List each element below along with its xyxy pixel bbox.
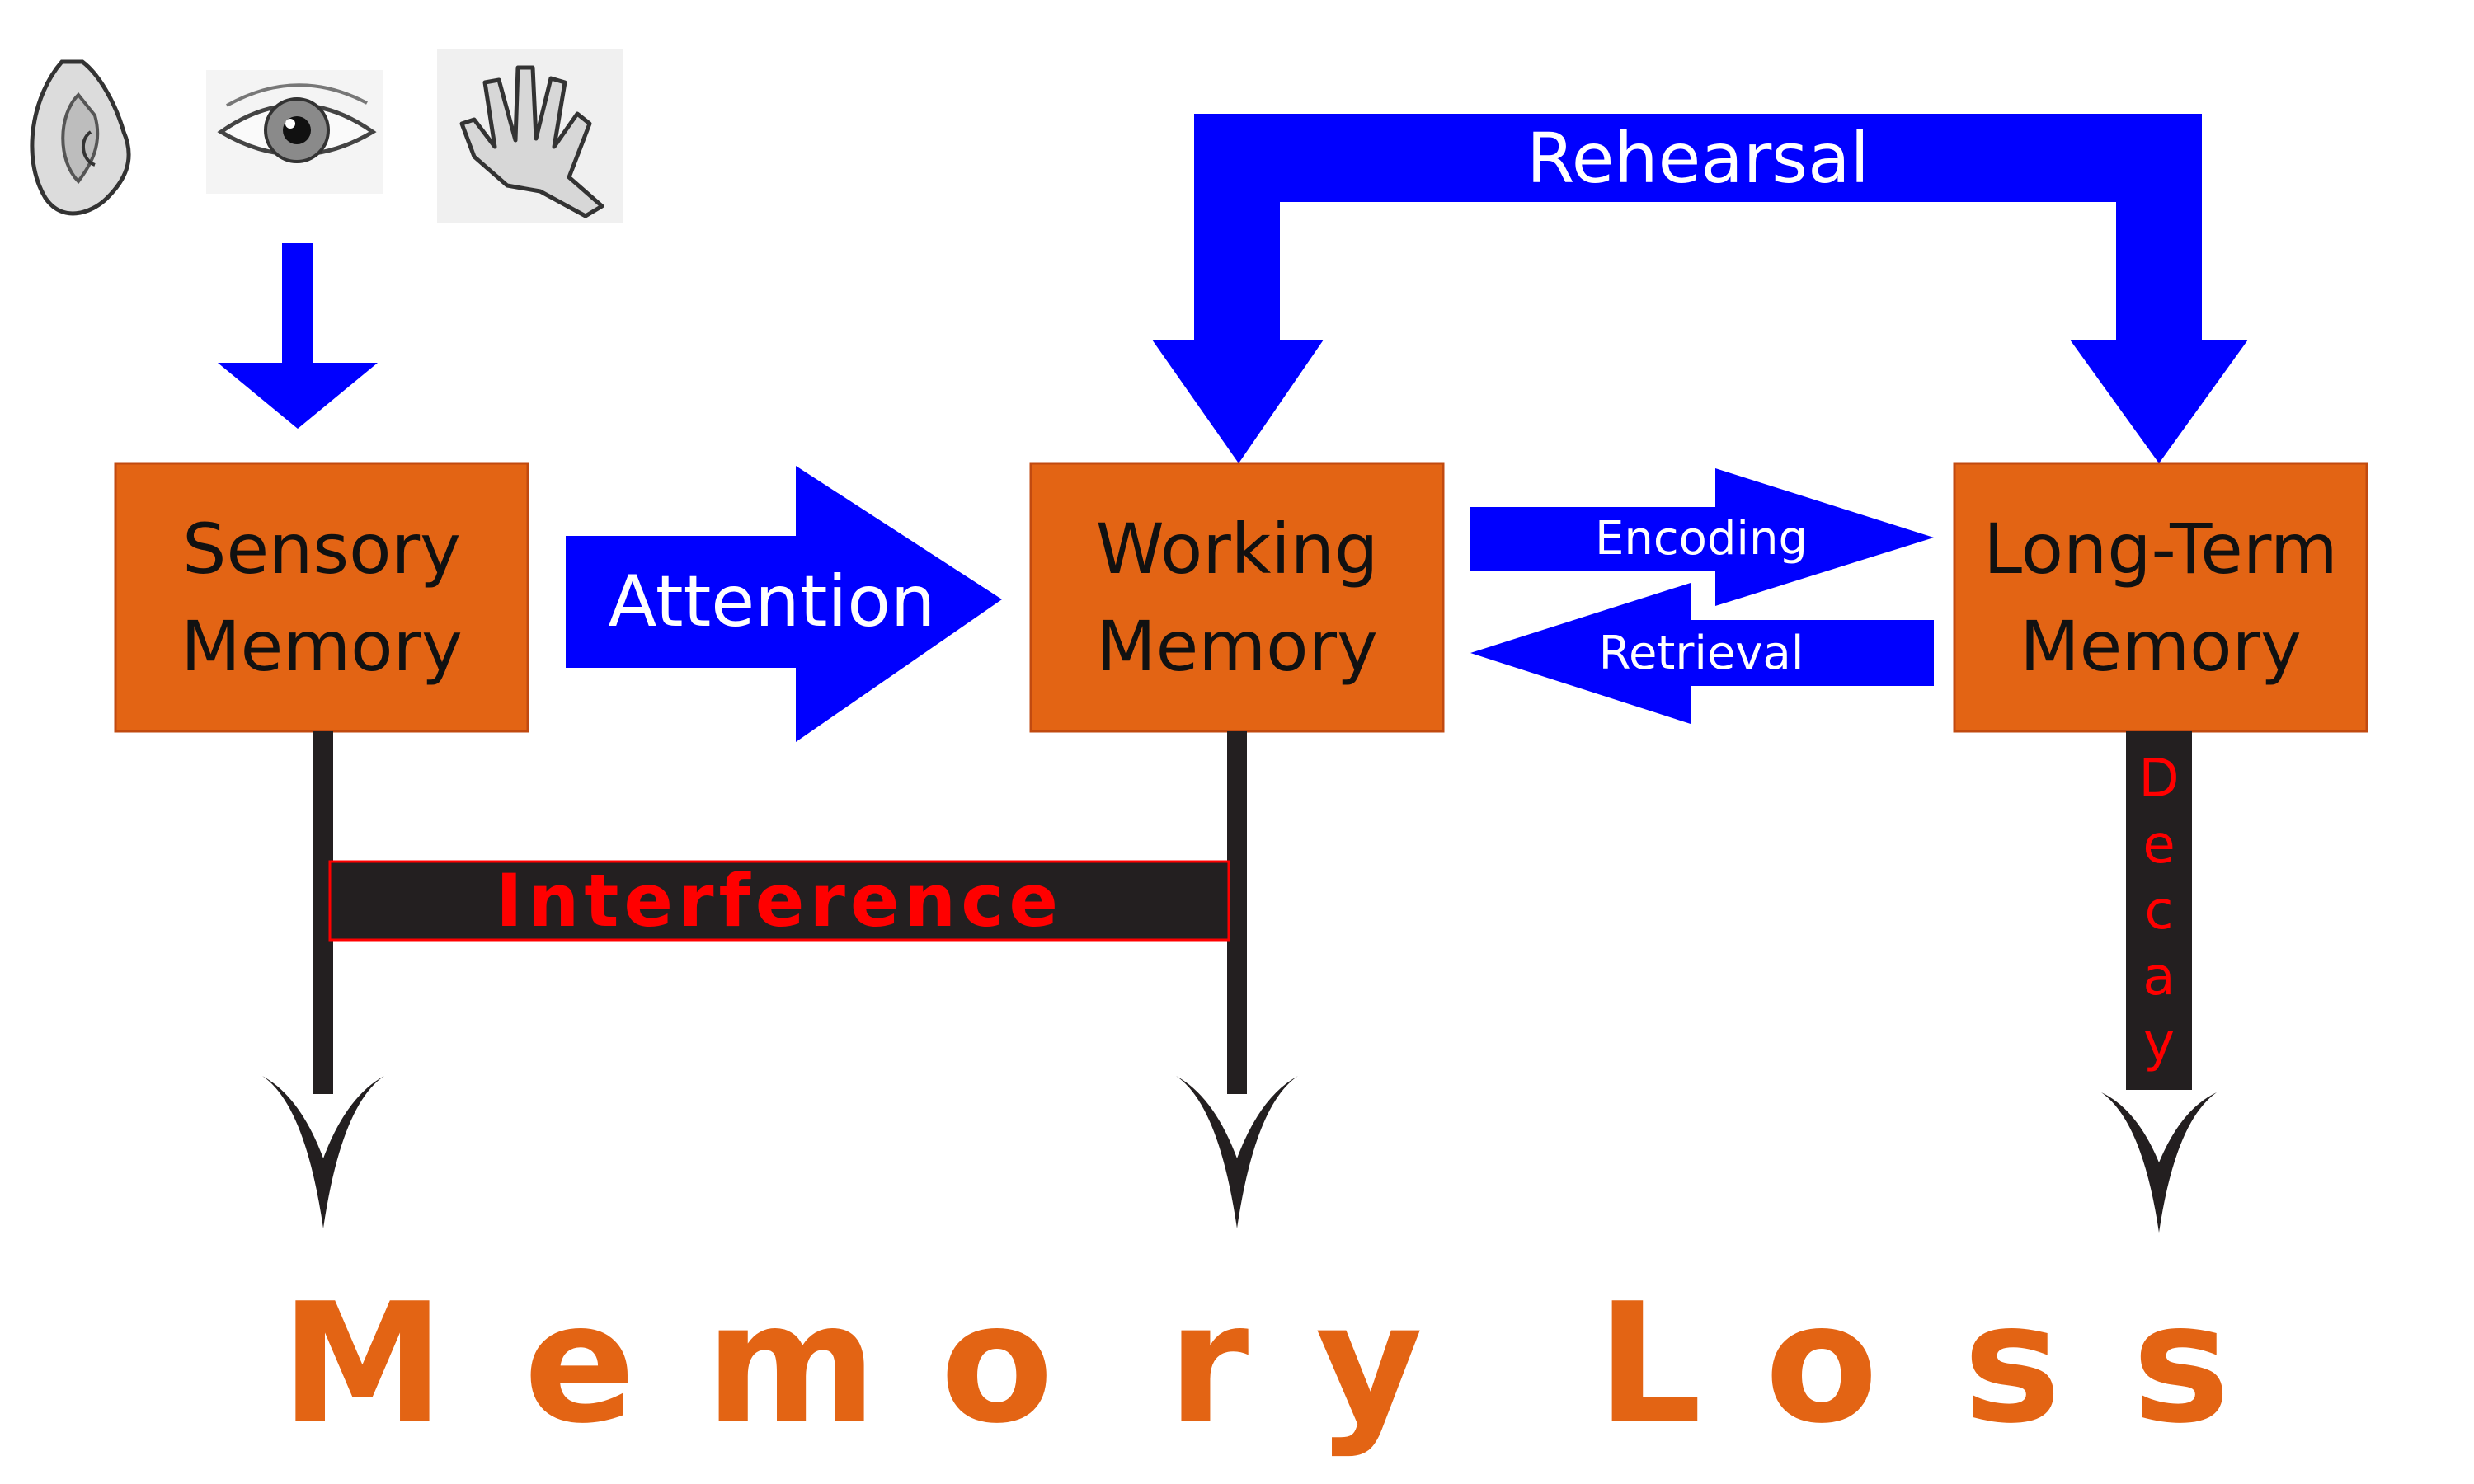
decay-arrowhead (2101, 1092, 2217, 1233)
memory-loss-letter-m: M (280, 1268, 445, 1460)
rehearsal-arrow (1152, 114, 2248, 463)
memory-loss-letter-e: e (524, 1268, 636, 1460)
working-memory-label: Working Memory (1031, 463, 1443, 731)
decay-letter-a: a (2142, 946, 2175, 1007)
decay-letter-c: c (2144, 881, 2174, 942)
eye-icon (206, 70, 383, 194)
sensory-memory-line2: Memory (181, 605, 463, 687)
interference-label: Interference (495, 858, 1064, 943)
working-loss-arrowhead (1176, 1076, 1298, 1228)
sensory-memory-box (114, 462, 529, 733)
working-loss-line (1227, 731, 1247, 1094)
memory-loss-letter-s: s (1963, 1268, 2062, 1460)
long-term-memory-line2: Memory (2020, 605, 2302, 687)
memory-loss-letter-r: r (1167, 1268, 1249, 1460)
attention-arrow (566, 466, 1002, 742)
attention-label: Attention (608, 561, 936, 643)
memory-loss-letter-o2: o (1765, 1268, 1879, 1460)
memory-loss-letter-s2: s (2132, 1268, 2231, 1460)
memory-loss-letter-o: o (940, 1268, 1054, 1460)
decay-bar (2126, 731, 2192, 1090)
ear-icon (30, 59, 131, 216)
decay-letter-y: y (2143, 1012, 2175, 1073)
decay-letter-d: D (2138, 749, 2180, 810)
sensory-memory-line1: Sensory (182, 508, 461, 589)
rehearsal-label: Rehearsal (1526, 117, 1870, 199)
memory-loss-letter-l: L (1597, 1268, 1702, 1460)
decay-letter-e: e (2142, 815, 2175, 876)
working-memory-line1: Working (1095, 508, 1379, 589)
interference-bar (328, 860, 1230, 942)
hand-icon (437, 49, 623, 223)
memory-loss-letter-y: y (1315, 1268, 1423, 1460)
working-memory-line2: Memory (1096, 605, 1378, 687)
sensory-input-arrow (218, 243, 378, 429)
retrieval-label: Retrieval (1598, 626, 1804, 680)
retrieval-arrow (1470, 583, 1934, 724)
long-term-memory-box (1953, 462, 2368, 733)
sensory-memory-label: Sensory Memory (115, 463, 528, 731)
encoding-arrow (1470, 468, 1934, 606)
sensory-loss-arrowhead (262, 1076, 384, 1228)
memory-loss-letter-m2: m (705, 1268, 877, 1460)
long-term-memory-label: Long-Term Memory (1954, 463, 2367, 731)
encoding-label: Encoding (1594, 512, 1808, 566)
long-term-memory-line1: Long-Term (1983, 508, 2338, 589)
